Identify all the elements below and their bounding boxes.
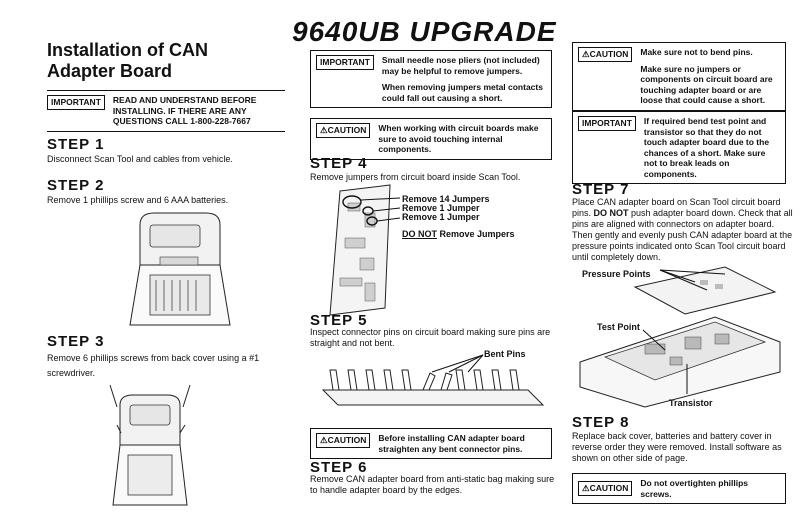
step-3-title: STEP 3: [47, 333, 105, 350]
notice-bent-text: Before installing CAN adapter board stra…: [378, 433, 525, 454]
heading-line-1: Installation of CAN: [47, 40, 208, 60]
caution-tag: ⚠CAUTION: [578, 47, 633, 62]
caution-notice-phillips: ⚠CAUTION Do not overtighten phillips scr…: [572, 473, 786, 504]
document-title: 9640UB UPGRADE: [292, 16, 557, 47]
page-heading: Installation of CAN Adapter Board: [47, 40, 267, 82]
step-1-title: STEP 1: [47, 136, 105, 153]
warning-icon: ⚠: [582, 49, 590, 59]
notice-testpoint-text: If required bend test point and transist…: [643, 116, 770, 179]
notice-pliers-text: Small needle nose pliers (not included) …: [382, 55, 546, 103]
step-8-title: STEP 8: [572, 414, 630, 431]
step-7-text-a: Place CAN adapter board on Scan Tool cir…: [572, 197, 781, 218]
important-notice-read: IMPORTANT READ AND UNDERSTAND BEFORE INS…: [47, 90, 285, 132]
step-7-title: STEP 7: [572, 181, 630, 198]
caution-tag: ⚠CAUTION: [578, 481, 633, 496]
caution-tag: ⚠CAUTION: [316, 433, 371, 448]
pressure-points-label: Pressure Points: [582, 269, 651, 279]
jumper-label-14: Remove 14 Jumpers: [402, 194, 490, 204]
step-3-text: Remove 6 phillips screws from back cover…: [47, 353, 260, 378]
notice-pliers-line-2: When removing jumpers metal contacts cou…: [381, 82, 543, 103]
step-4-title: STEP 4: [310, 155, 368, 172]
step-6-text: Remove CAN adapter board from anti-stati…: [310, 474, 555, 495]
notice-phillips-text: Do not overtighten phillips screws.: [640, 478, 749, 499]
step-5-text: Inspect connector pins on circuit board …: [310, 327, 551, 348]
remove-jumpers-text: Remove Jumpers: [437, 229, 515, 239]
heading-line-2: Adapter Board: [47, 61, 173, 81]
circuit-board-jumpers-illustration: [329, 184, 401, 316]
step-2-title: STEP 2: [47, 177, 105, 194]
notice-nobend-line-1: Make sure not to bend pins.: [640, 47, 753, 57]
caution-tag-label: CAUTION: [327, 435, 367, 445]
important-notice-pliers: IMPORTANT Small needle nose pliers (not …: [310, 50, 552, 108]
warning-icon: ⚠: [582, 483, 590, 493]
caution-tag-label: CAUTION: [589, 49, 629, 59]
step-7-text: Place CAN adapter board on Scan Tool cir…: [572, 197, 794, 263]
step-8-text: Replace back cover, batteries and batter…: [572, 431, 782, 463]
notice-nobend-line-2: Make sure no jumpers or components on ci…: [640, 63, 773, 106]
do-not-text: DO NOT: [402, 229, 437, 239]
important-tag: IMPORTANT: [47, 95, 105, 110]
jumper-label-1a: Remove 1 Jumper: [402, 203, 480, 213]
step-6-title: STEP 6: [310, 459, 368, 476]
transistor-label: Transistor: [669, 398, 713, 408]
bent-pins-illustration: [321, 354, 545, 406]
notice-nobend-text: Make sure not to bend pins. Make sure no…: [640, 47, 780, 106]
warning-icon: ⚠: [320, 125, 328, 135]
important-tag: IMPORTANT: [578, 116, 636, 131]
caution-notice-nobend: ⚠CAUTION Make sure not to bend pins. Mak…: [572, 42, 786, 111]
caution-notice-internal: ⚠CAUTION When working with circuit board…: [310, 118, 552, 160]
step-7-text-c: push adapter board down. Check that all …: [572, 208, 793, 262]
important-tag: IMPORTANT: [316, 55, 374, 70]
caution-tag: ⚠CAUTION: [316, 123, 371, 138]
caution-tag-label: CAUTION: [589, 483, 629, 493]
step-1-text: Disconnect Scan Tool and cables from veh…: [47, 154, 233, 164]
warning-icon: ⚠: [320, 435, 328, 445]
step-5-title: STEP 5: [310, 312, 368, 329]
remove-jumpers-warning: DO NOT Remove Jumpers: [402, 229, 515, 239]
jumper-label-1b: Remove 1 Jumper: [402, 212, 480, 222]
notice-pliers-line-1: Small needle nose pliers (not included) …: [381, 55, 540, 76]
important-notice-testpoint: IMPORTANT If required bend test point an…: [572, 111, 786, 184]
back-cover-screws-illustration: [109, 384, 191, 506]
adapter-board-illustration: [579, 266, 781, 408]
step-2-text: Remove 1 phillips screw and 6 AAA batter…: [47, 195, 229, 205]
caution-notice-bent: ⚠CAUTION Before installing CAN adapter b…: [310, 428, 552, 459]
notice-internal-text: When working with circuit boards make su…: [378, 123, 539, 154]
scan-tool-battery-illustration: [129, 212, 231, 326]
bent-pins-label: Bent Pins: [484, 349, 526, 359]
notice-read-text: READ AND UNDERSTAND BEFORE INSTALLING. I…: [112, 95, 257, 126]
caution-tag-label: CAUTION: [327, 125, 367, 135]
step-4-text: Remove jumpers from circuit board inside…: [310, 172, 521, 182]
test-point-label: Test Point: [597, 322, 640, 332]
step-7-do-not: DO NOT: [593, 208, 629, 218]
